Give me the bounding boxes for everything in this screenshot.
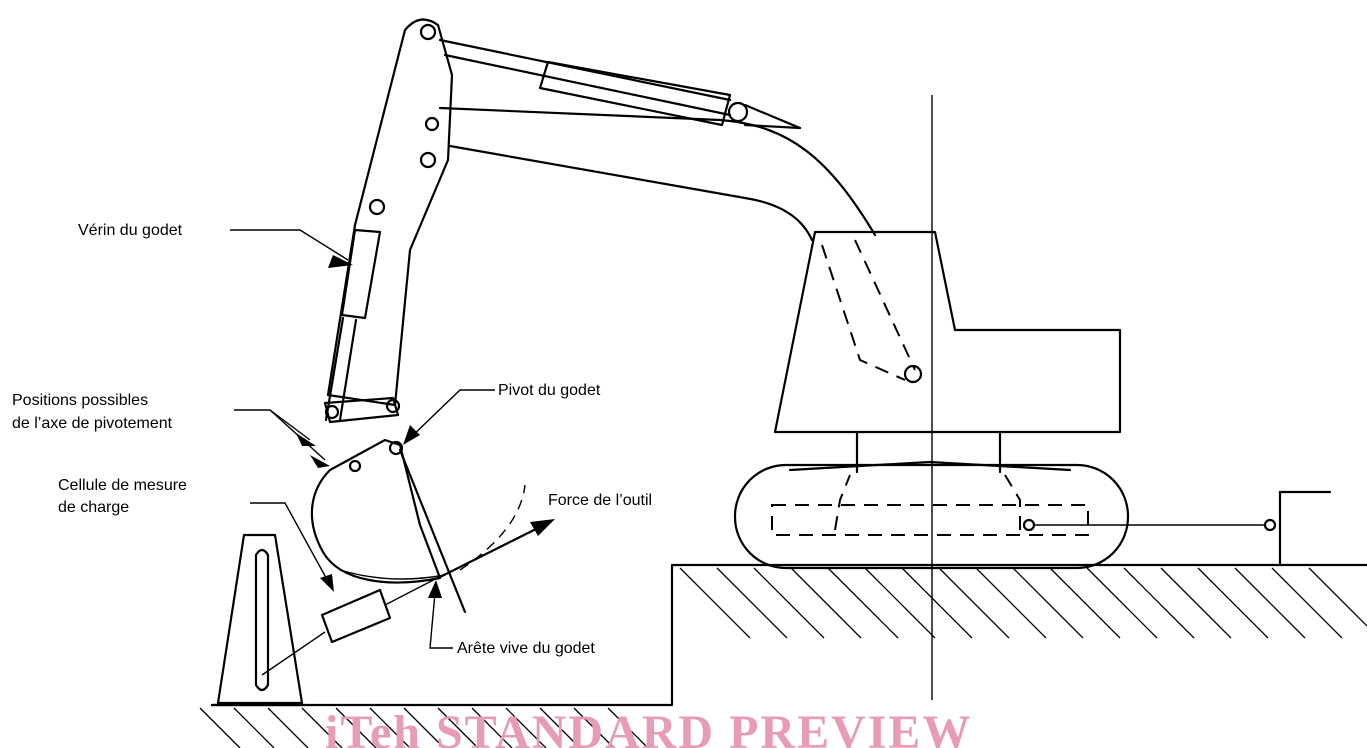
- hatch-line: [199, 707, 241, 748]
- label-positions-line2: de l’axe de pivotement: [12, 415, 173, 432]
- ground-hatching-right: [679, 567, 1367, 639]
- hatch-line: [607, 707, 649, 748]
- hatch-line: [753, 567, 825, 639]
- label-positions-line1: Positions possibles: [12, 392, 148, 409]
- hatch-line: [679, 567, 751, 639]
- hatch-line: [233, 707, 275, 748]
- ground: [199, 490, 1367, 748]
- hatch-line: [901, 567, 973, 639]
- cab-body: [773, 95, 1122, 700]
- boom-cylinder: [538, 60, 732, 127]
- hatch-line: [938, 567, 1010, 639]
- watermark: iTeh STANDARD PREVIEW: [325, 706, 972, 748]
- tool-force-arrow: [438, 519, 555, 579]
- hatch-line: [471, 707, 513, 748]
- hatch-line: [335, 707, 377, 748]
- bucket-cylinder: [323, 228, 401, 424]
- hatch-line: [1197, 567, 1269, 639]
- leader-lines: [230, 229, 495, 649]
- labels: Vérin du godet Positions possibles de l’…: [12, 222, 652, 657]
- hatch-line: [1049, 567, 1121, 639]
- bucket: [310, 438, 526, 614]
- hatch-line: [539, 707, 581, 748]
- hatch-line: [505, 707, 547, 748]
- hatch-line: [1123, 567, 1195, 639]
- hatch-line: [1234, 567, 1306, 639]
- hatch-line: [1086, 567, 1158, 639]
- hatch-line: [403, 707, 445, 748]
- label-load-cell-line1: Cellule de mesure: [58, 477, 187, 494]
- label-cylinder: Vérin du godet: [78, 222, 183, 239]
- hatch-line: [827, 567, 899, 639]
- hatch-line: [369, 707, 411, 748]
- anchor-post: [210, 533, 307, 707]
- load-cell-body: [320, 588, 392, 644]
- hatch-line: [790, 567, 862, 639]
- hatch-line: [1308, 567, 1367, 627]
- boom: [438, 38, 877, 242]
- hatch-line: [437, 707, 479, 748]
- label-load-cell-line2: de charge: [58, 499, 129, 516]
- hatch-line: [1012, 567, 1084, 639]
- arm: [326, 18, 454, 407]
- hatch-line: [864, 567, 936, 639]
- hatch-line: [573, 707, 615, 748]
- hatch-line: [1160, 567, 1232, 639]
- label-tool-force: Force de l’outil: [548, 492, 652, 509]
- hatch-line: [1271, 567, 1343, 639]
- ground-hatching-left: [199, 707, 649, 748]
- load-cell: [261, 573, 446, 676]
- bucket-linkage: [323, 396, 400, 424]
- label-bucket-pivot: Pivot du godet: [498, 382, 601, 399]
- crawler-track: [733, 431, 1277, 570]
- label-cutting-edge: Arête vive du godet: [457, 640, 595, 657]
- hatch-line: [975, 567, 1047, 639]
- hatch-line: [301, 707, 343, 748]
- hatch-line: [716, 567, 788, 639]
- hatch-line: [267, 707, 309, 748]
